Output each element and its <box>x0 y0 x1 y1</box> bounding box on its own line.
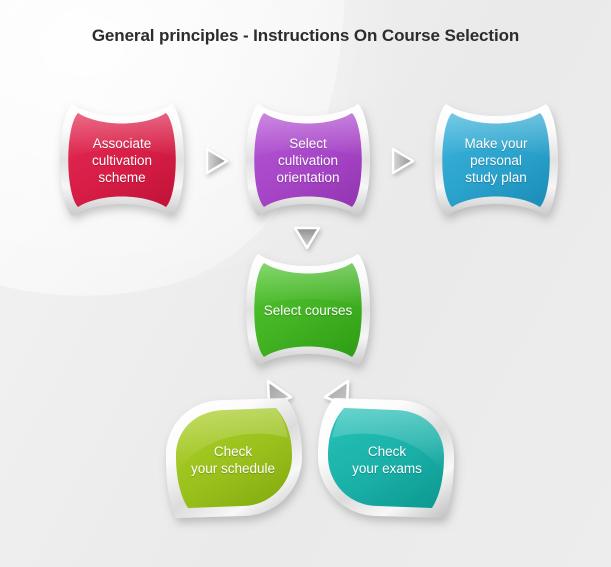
node-select-courses[interactable]: Select courses <box>236 248 380 372</box>
connector-arrow-right-1 <box>203 146 231 176</box>
connector-arrow-down <box>292 224 322 252</box>
node-check-your-exams[interactable]: Check your exams <box>312 394 462 522</box>
node-select-cultivation-orientation[interactable]: Select cultivation orientation <box>236 98 380 222</box>
connector-arrow-right-2 <box>389 146 417 176</box>
node-check-your-schedule[interactable]: Check your schedule <box>158 394 308 522</box>
page-title: General principles - Instructions On Cou… <box>91 26 520 45</box>
node-associate-cultivation-scheme[interactable]: Associate cultivation scheme <box>50 98 194 222</box>
node-make-your-personal-study-plan[interactable]: Make your personal study plan <box>424 98 568 222</box>
